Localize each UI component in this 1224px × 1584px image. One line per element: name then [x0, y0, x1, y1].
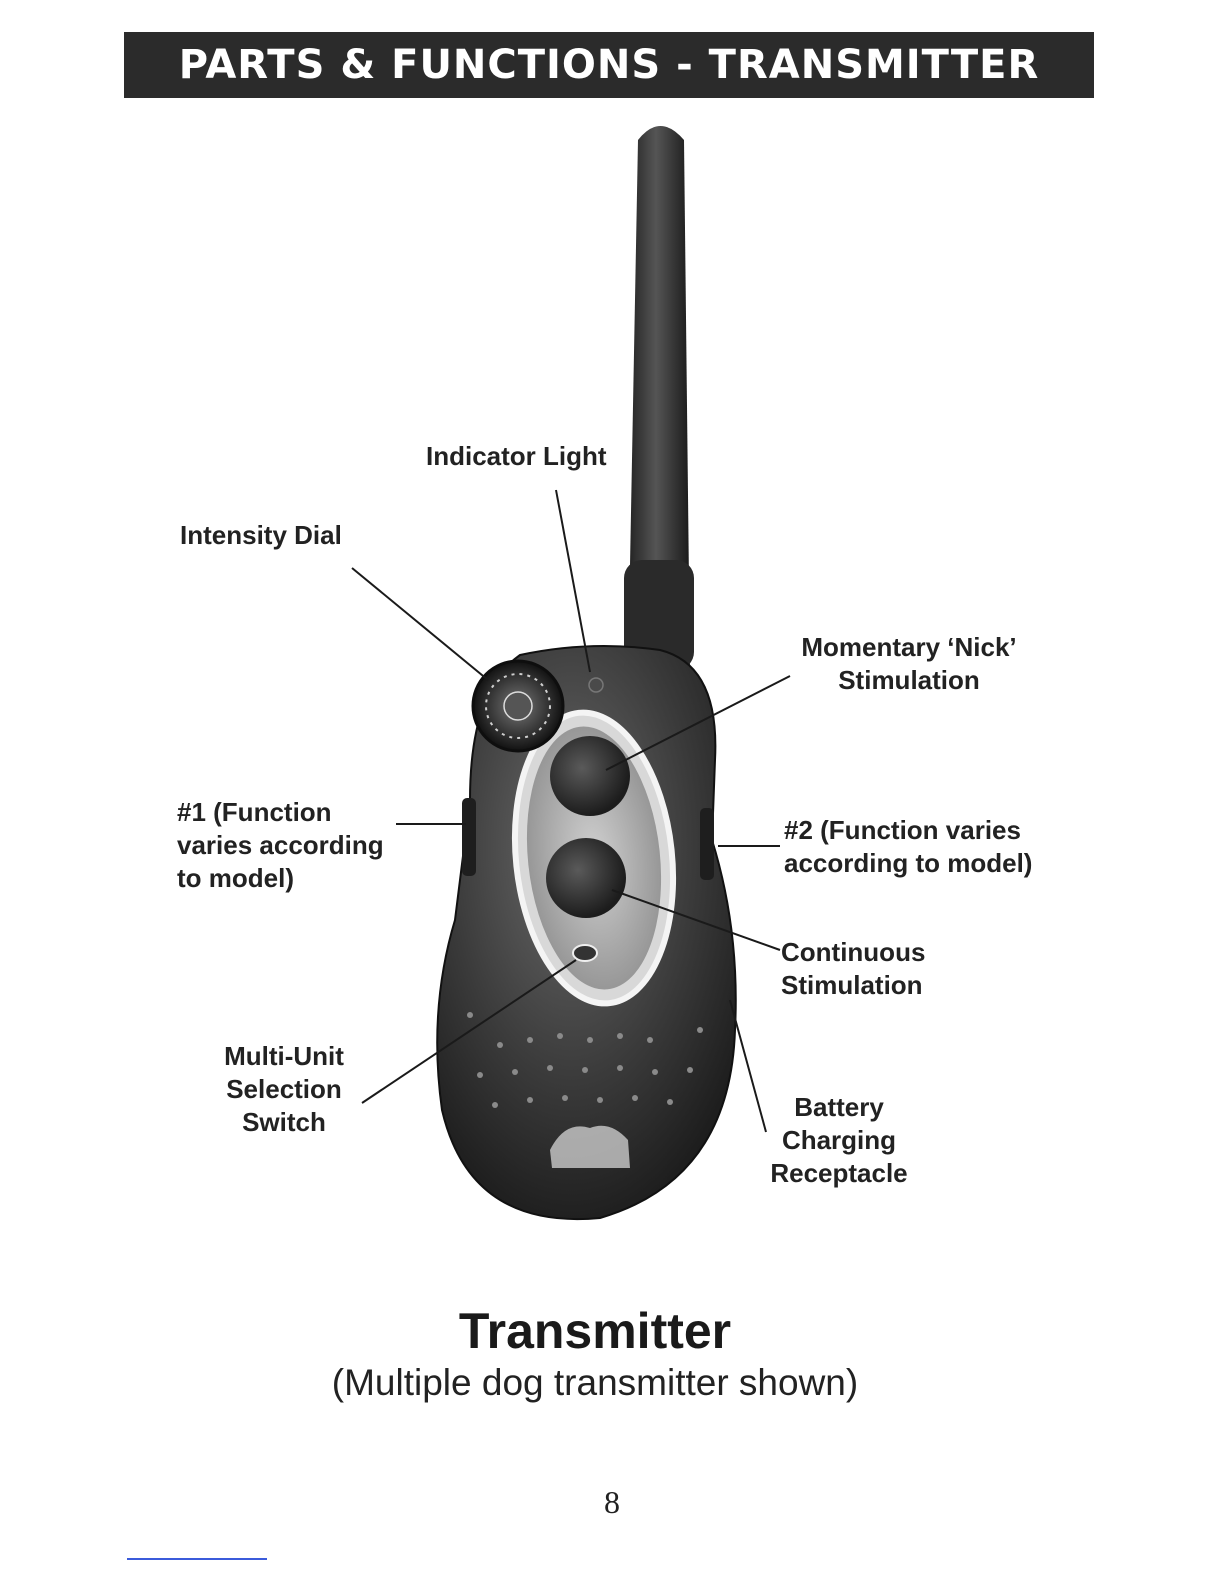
label-battery-receptacle: Battery Charging Receptacle [760, 1091, 918, 1190]
antenna [624, 126, 694, 672]
label-intensity-dial: Intensity Dial [180, 519, 342, 552]
side-button-2[interactable] [700, 808, 714, 880]
continuous-button[interactable] [546, 838, 626, 918]
figure-caption-title: Transmitter [0, 1302, 1190, 1360]
nick-button[interactable] [550, 736, 630, 816]
multi-unit-switch[interactable] [573, 945, 597, 961]
label-multi-unit-switch: Multi-Unit Selection Switch [200, 1040, 368, 1139]
label-indicator-light: Indicator Light [426, 440, 607, 473]
footer-rule [127, 1558, 267, 1560]
intensity-dial[interactable] [473, 661, 563, 751]
side-button-1[interactable] [462, 798, 476, 876]
label-continuous-stimulation: Continuous Stimulation [781, 936, 925, 1002]
indicator-light [589, 678, 603, 692]
label-momentary-nick: Momentary ‘Nick’ Stimulation [784, 631, 1034, 697]
label-button-1: #1 (Function varies according to model) [177, 796, 384, 895]
figure-caption-subtitle: (Multiple dog transmitter shown) [0, 1362, 1190, 1404]
page-number: 8 [0, 1484, 1224, 1521]
label-button-2: #2 (Function varies according to model) [784, 814, 1032, 880]
